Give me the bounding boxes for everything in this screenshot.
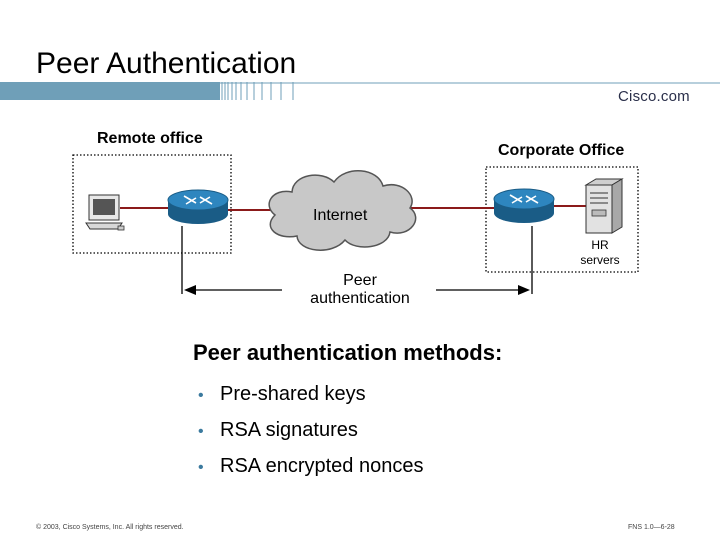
footer-copyright: © 2003, Cisco Systems, Inc. All rights r… <box>36 524 184 531</box>
remote-router-icon <box>167 189 229 224</box>
internet-cloud <box>268 169 417 251</box>
corporate-router-icon <box>493 188 555 223</box>
slide-title: Peer Authentication <box>36 47 297 80</box>
method-item: • RSA encrypted nonces <box>198 449 423 485</box>
methods-heading: Peer authentication methods: <box>193 340 503 365</box>
footer-course-code: FNS 1.0—6-28 <box>628 524 675 531</box>
bullet-icon: • <box>198 387 204 404</box>
method-label: Pre-shared keys <box>220 383 366 405</box>
method-label: RSA encrypted nonces <box>220 455 424 477</box>
remote-office-box <box>72 154 232 254</box>
peer-auth-span <box>181 226 533 294</box>
methods-list: • Pre-shared keys • RSA signatures • RSA en… <box>198 377 423 485</box>
remote-pc-icon <box>85 194 125 231</box>
corporate-office-box <box>485 166 639 273</box>
hr-server-icon <box>584 178 624 234</box>
internet-label: Internet <box>313 207 368 224</box>
method-item: • RSA signatures <box>198 413 423 449</box>
corporate-office-label: Corporate Office <box>498 142 625 159</box>
hr-servers-label: HR servers <box>580 238 620 267</box>
peer-auth-arrow-left <box>184 285 196 295</box>
cisco-logo-text: Cisco.com <box>618 88 690 105</box>
peer-auth-arrow-right <box>518 285 530 295</box>
method-label: RSA signatures <box>220 419 358 441</box>
bullet-icon: • <box>198 423 204 440</box>
bullet-icon: • <box>198 459 204 476</box>
remote-office-label: Remote office <box>97 130 203 147</box>
peer-authentication-label: Peer authentication <box>310 272 410 307</box>
header-bar <box>0 82 720 100</box>
method-item: • Pre-shared keys <box>198 377 423 413</box>
